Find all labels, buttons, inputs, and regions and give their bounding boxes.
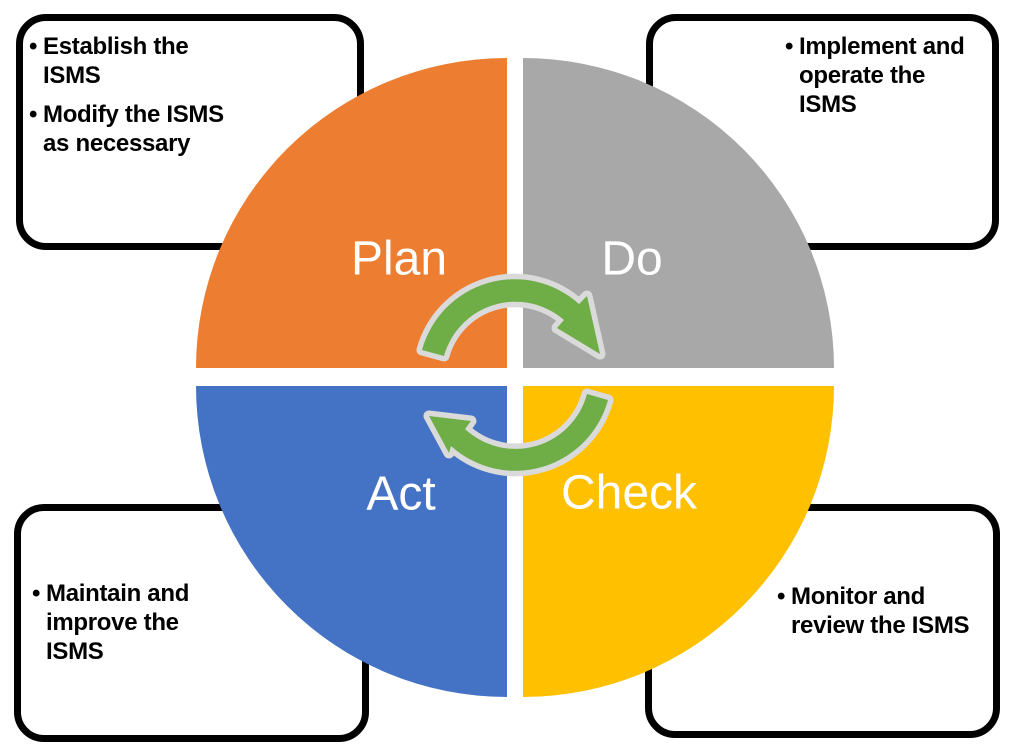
list-item: • Maintain and improve the ISMS (32, 579, 189, 666)
callout-text-line: operate the (799, 62, 926, 89)
bullet-icon: • (29, 101, 38, 128)
list-item: • Implement and operate the ISMS (785, 32, 965, 119)
callout-text-line: ISMS (43, 62, 101, 89)
quadrant-check-label: Check (560, 466, 698, 520)
bullet-icon: • (777, 583, 786, 610)
callout-text-line: review the ISMS (791, 612, 970, 639)
list-item: • Establish the ISMS (29, 32, 224, 90)
callout-text-line: Maintain and (46, 580, 190, 607)
callout-text-line: improve the (46, 609, 179, 636)
callout-text-line: ISMS (799, 91, 857, 118)
bullet-icon: • (29, 33, 38, 60)
list-item: • Modify the ISMS as necessary (29, 100, 224, 158)
callout-text-line: Monitor and (791, 583, 926, 610)
callout-act-text: • Maintain and improve the ISMS (32, 579, 189, 676)
quadrant-do-label: Do (601, 232, 663, 286)
callout-text-line: Modify the ISMS (43, 101, 224, 128)
callout-text-line: Establish the (43, 33, 189, 60)
bullet-icon: • (32, 580, 41, 607)
callout-plan-text: • Establish the ISMS • Modify the ISMS a… (29, 32, 224, 168)
callout-do-text: • Implement and operate the ISMS (785, 32, 965, 129)
callout-text-line: ISMS (46, 638, 104, 665)
quadrant-plan-label: Plan (350, 232, 448, 286)
bullet-icon: • (785, 33, 794, 60)
callout-text-line: as necessary (43, 130, 191, 157)
quadrant-act-label: Act (366, 467, 436, 521)
list-item: • Monitor and review the ISMS (777, 582, 970, 640)
callout-text-line: Implement and (799, 33, 965, 60)
callout-check-text: • Monitor and review the ISMS (777, 582, 970, 650)
